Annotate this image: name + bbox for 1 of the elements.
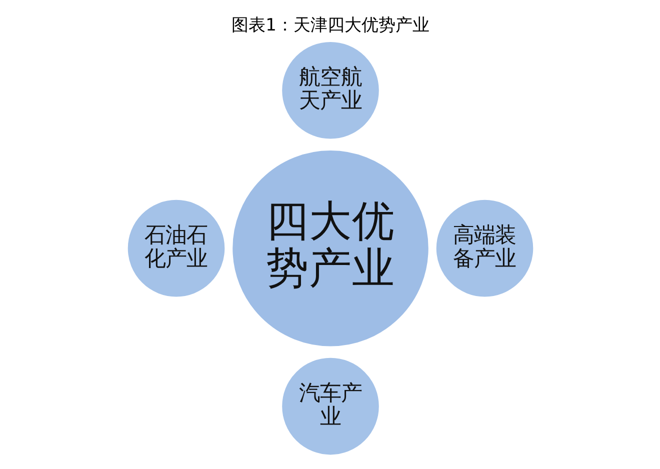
diagram-title: 图表1：天津四大优势产业 — [231, 16, 429, 36]
